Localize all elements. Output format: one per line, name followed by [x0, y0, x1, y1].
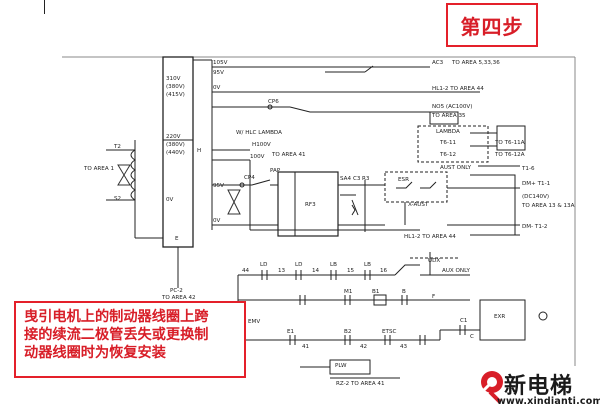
annotation-line-1: 曳引电机上的制动器线圈上跨 — [24, 309, 209, 325]
label-aust-only: AUST ONLY — [440, 165, 472, 171]
xindianti-logo-icon — [481, 371, 503, 404]
label-h100v: H100V — [252, 142, 271, 148]
label-to-t6-11a: TO T6-11A — [494, 140, 525, 146]
label-emv: EMV — [248, 319, 260, 325]
tap-e: E — [175, 236, 179, 242]
label-pc2: PC-2 — [170, 288, 183, 294]
wire-lb-b: LB — [364, 262, 371, 268]
label-95v: 95V — [213, 183, 224, 189]
tap-380v-b: (380V) — [166, 142, 185, 148]
label-105v: 105V — [213, 60, 228, 66]
label-m1: M1 — [344, 289, 353, 295]
label-t2: T2 — [113, 144, 121, 150]
label-esr: ESR — [398, 177, 409, 183]
logo-url: www.xindianti.com — [497, 396, 600, 407]
wire-44: 44 — [242, 268, 250, 274]
label-exr: EXR — [494, 314, 505, 320]
label-cp6: CP6 — [268, 99, 279, 105]
wire-15: 15 — [347, 268, 355, 274]
label-e1: E1 — [287, 329, 295, 335]
tap-380v-a: (380V) — [166, 84, 185, 90]
wire-ld-b: LD — [295, 262, 302, 268]
label-r3: R3 — [362, 176, 370, 182]
label-dm-minus: DM- T1-2 — [522, 224, 547, 230]
logo-name: 新电梯 — [504, 374, 574, 399]
label-c1: C1 — [460, 318, 468, 324]
annotation-line-2: 接的续流二极管丢失或更换制 — [24, 327, 209, 343]
wire-16: 16 — [380, 268, 388, 274]
label-0v-top: 0V — [213, 85, 221, 91]
label-ac3: AC3 — [432, 60, 444, 66]
label-dc140v: (DC140V) — [522, 194, 549, 200]
label-h: H — [197, 148, 201, 154]
wire-ld-a: LD — [260, 262, 267, 268]
label-hl12-bot: HL1-2 TO AREA 44 — [404, 234, 456, 240]
wire-14: 14 — [312, 268, 320, 274]
label-f: F — [432, 294, 435, 300]
label-lambda: LAMBDA — [436, 129, 460, 135]
label-udx: UDX — [428, 258, 440, 264]
label-c: C — [470, 334, 474, 340]
annotation-box: 曳引电机上的制动器线圈上跨 接的续流二极管丢失或更换制 动器线圈时为恢复安装 — [14, 301, 246, 378]
label-to-area42: TO AREA 42 — [161, 295, 196, 301]
label-x-aust: X-AUST — [408, 202, 429, 208]
label-to-t6-12a: TO T6-12A — [494, 152, 525, 158]
label-to-area-1314: TO AREA 13 & 13A — [521, 203, 575, 209]
wire-lb-a: LB — [330, 262, 337, 268]
label-hl12-top: HL1-2 TO AREA 44 — [432, 86, 484, 92]
label-t1-6: T1-6 — [521, 166, 535, 172]
label-c3: C3 — [353, 176, 361, 182]
label-to-area41-top: TO AREA 41 — [271, 152, 306, 158]
step-label-box: 第四步 — [446, 3, 538, 47]
wire-41: 41 — [302, 344, 310, 350]
label-cp4: CP4 — [244, 175, 255, 181]
label-hlc-lambda: W/ HLC LAMBDA — [236, 130, 282, 136]
label-plw: PLW — [335, 363, 347, 369]
label-100v: 100V — [250, 154, 265, 160]
step-label: 第四步 — [460, 14, 524, 39]
label-s2: S2 — [114, 196, 121, 202]
wire-13: 13 — [278, 268, 286, 274]
label-b1: B1 — [372, 289, 380, 295]
label-to-area35: TO AREA 35 — [431, 113, 466, 119]
label-rf3: RF3 — [305, 202, 316, 208]
label-to-area1: TO AREA 1 — [83, 166, 114, 172]
label-sa4: SA4 — [340, 176, 351, 182]
label-to-area-533: TO AREA 5,33,36 — [451, 60, 500, 66]
label-t6-11: T6-11 — [439, 140, 457, 146]
label-pap: PAP — [270, 168, 281, 174]
tap-440v: (440V) — [166, 150, 185, 156]
label-aux-only: AUX ONLY — [442, 268, 470, 274]
text-cursor — [44, 0, 45, 14]
tap-415v: (415V) — [166, 92, 185, 98]
label-0v: 0V — [213, 218, 221, 224]
wire-42: 42 — [360, 344, 367, 350]
annotation-line-3: 动器线圈时为恢复安装 — [24, 345, 166, 361]
label-etsc: ETSC — [382, 329, 397, 335]
label-no5: NO5 (AC100V) — [432, 104, 472, 110]
tap-0v: 0V — [166, 197, 174, 203]
label-95v-top: 95V — [213, 70, 224, 76]
label-b2: B2 — [344, 329, 351, 335]
label-t6-12: T6-12 — [439, 152, 456, 158]
label-b: B — [402, 289, 406, 295]
tap-310v: 310V — [166, 76, 181, 82]
tap-220v: 220V — [166, 134, 181, 140]
label-rz2: RZ-2 TO AREA 41 — [336, 381, 385, 387]
label-dm-plus: DM+ T1-1 — [522, 181, 551, 187]
wire-43: 43 — [400, 344, 408, 350]
